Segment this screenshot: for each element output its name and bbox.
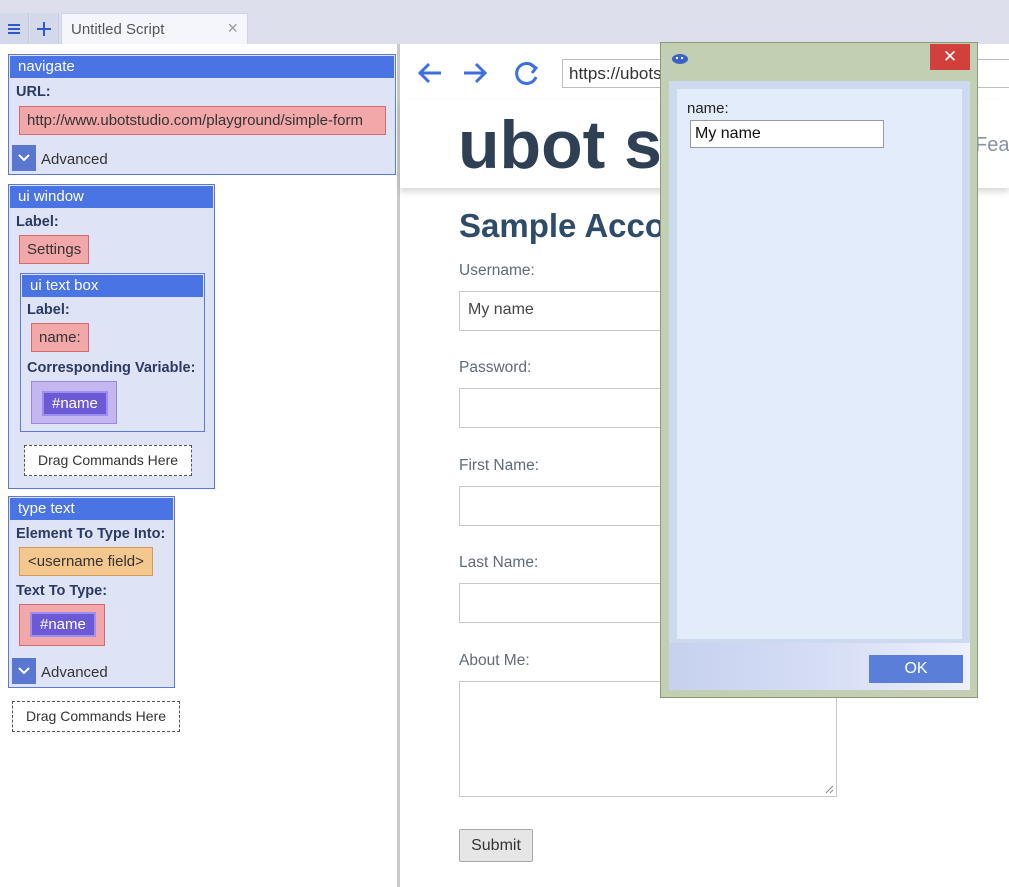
variable-pill[interactable]: #name bbox=[30, 612, 96, 637]
password-label: Password: bbox=[459, 359, 532, 376]
ui-window-command[interactable]: ui window Label: Settings ui text box La… bbox=[8, 184, 215, 489]
dialog-close-button[interactable]: ✕ bbox=[930, 44, 970, 70]
about-label: About Me: bbox=[459, 652, 530, 669]
command-title: ui window bbox=[10, 186, 213, 208]
command-title: navigate bbox=[10, 56, 394, 78]
script-panel: navigate URL: http://www.ubotstudio.com/… bbox=[0, 44, 397, 887]
ok-button[interactable]: OK bbox=[869, 655, 963, 683]
text-label: Text To Type: bbox=[16, 583, 108, 599]
url-value[interactable]: http://www.ubotstudio.com/playground/sim… bbox=[19, 106, 386, 135]
variable-slot[interactable]: #name bbox=[31, 381, 117, 424]
refresh-icon[interactable] bbox=[513, 60, 541, 88]
drop-zone[interactable]: Drag Commands Here bbox=[24, 445, 192, 476]
menu-button[interactable] bbox=[0, 13, 29, 44]
about-textarea[interactable] bbox=[459, 681, 837, 797]
chevron-down-icon bbox=[18, 154, 30, 162]
tab-title: Untitled Script bbox=[71, 21, 165, 38]
app-icon bbox=[672, 54, 688, 64]
lastname-label: Last Name: bbox=[459, 554, 539, 571]
advanced-toggle[interactable] bbox=[12, 145, 36, 171]
tab-untitled-script[interactable]: Untitled Script × bbox=[61, 13, 248, 44]
name-label: name: bbox=[687, 100, 729, 117]
element-value[interactable]: <username field> bbox=[19, 547, 153, 576]
textbox-label-value[interactable]: name: bbox=[31, 323, 89, 352]
text-slot[interactable]: #name bbox=[19, 604, 105, 646]
settings-dialog: ✕ name: My name OK bbox=[660, 42, 978, 698]
back-arrow-icon[interactable] bbox=[417, 61, 443, 85]
panel-splitter[interactable] bbox=[397, 44, 400, 887]
chevron-down-icon bbox=[18, 667, 30, 675]
dialog-content: name: My name bbox=[677, 89, 962, 639]
menu-icon bbox=[8, 23, 20, 34]
dialog-footer: OK bbox=[669, 643, 970, 690]
resize-grip-icon[interactable] bbox=[825, 785, 834, 794]
navigate-command[interactable]: navigate URL: http://www.ubotstudio.com/… bbox=[8, 54, 396, 175]
advanced-label[interactable]: Advanced bbox=[41, 151, 108, 168]
name-input[interactable]: My name bbox=[690, 120, 884, 148]
window-label-value[interactable]: Settings bbox=[19, 235, 90, 264]
type-text-command[interactable]: type text Element To Type Into: <usernam… bbox=[8, 496, 175, 688]
advanced-toggle[interactable] bbox=[12, 658, 36, 684]
dialog-body: name: My name OK bbox=[669, 81, 970, 690]
label-label: Label: bbox=[16, 214, 59, 230]
element-label: Element To Type Into: bbox=[16, 526, 166, 542]
command-title: type text bbox=[10, 498, 173, 520]
command-title: ui text box bbox=[22, 275, 203, 297]
close-icon: ✕ bbox=[942, 47, 958, 66]
forward-arrow-icon[interactable] bbox=[462, 61, 488, 85]
nav-link-features[interactable]: Feat bbox=[975, 134, 1009, 156]
url-label: URL: bbox=[16, 84, 51, 100]
close-tab-icon[interactable]: × bbox=[227, 18, 238, 38]
submit-button[interactable]: Submit bbox=[459, 829, 533, 862]
new-tab-button[interactable] bbox=[30, 13, 59, 44]
label-label: Label: bbox=[27, 302, 70, 318]
ui-text-box-command[interactable]: ui text box Label: name: Corresponding V… bbox=[20, 273, 205, 432]
firstname-label: First Name: bbox=[459, 457, 540, 474]
site-logo[interactable]: ubot s bbox=[458, 107, 662, 183]
form-title: Sample Acco bbox=[459, 207, 666, 244]
username-label: Username: bbox=[459, 262, 535, 279]
advanced-label[interactable]: Advanced bbox=[41, 664, 108, 681]
variable-label: Corresponding Variable: bbox=[27, 360, 196, 376]
plus-icon bbox=[37, 21, 51, 36]
drop-zone[interactable]: Drag Commands Here bbox=[12, 701, 180, 732]
variable-pill[interactable]: #name bbox=[42, 391, 108, 416]
tab-bar: Untitled Script × bbox=[0, 0, 1009, 44]
